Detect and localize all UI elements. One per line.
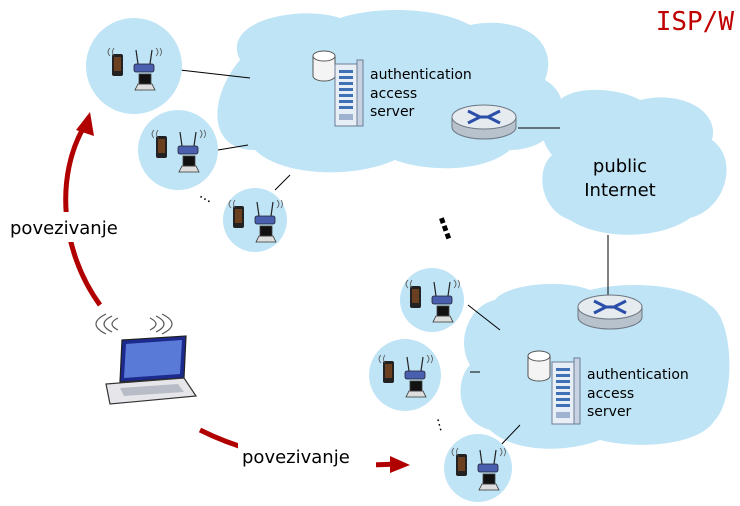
top-server-label-2: access (370, 86, 417, 102)
bottom-server-label-3: server (587, 404, 632, 420)
mobile-laptop (95, 313, 198, 405)
top-database-icon (312, 50, 336, 82)
page-title: ISP/W (656, 7, 735, 37)
ellipsis-top: ... (197, 186, 217, 207)
access-circle-top-small (223, 188, 287, 252)
wifi-waves-right-icon (149, 313, 173, 335)
access-circle-bottom-2 (369, 339, 441, 411)
bottom-server-cluster: authentication access server (527, 350, 689, 425)
top-server-label-1: authentication (370, 67, 472, 83)
arrowhead-top (76, 112, 94, 136)
bottom-connect-label: povezivanje (242, 447, 350, 468)
top-server-icon (334, 59, 364, 127)
arrowhead-bottom (390, 456, 410, 473)
bottom-router-icon (576, 293, 644, 331)
top-server-label-3: server (370, 104, 415, 120)
access-circle-bottom-1 (400, 268, 464, 332)
top-connect-label: povezivanje (10, 218, 118, 239)
bottom-server-icon (551, 357, 581, 425)
bottom-server-label-2: access (587, 386, 634, 402)
access-circle-bottom-3 (444, 434, 512, 502)
link-lines (179, 69, 609, 449)
top-server-cluster: authentication access server (312, 50, 472, 127)
internet-cloud (541, 89, 727, 235)
bottom-isp-cloud (460, 283, 730, 449)
access-circle-top-large (86, 18, 182, 114)
ellipsis-middle: ⋮ (426, 208, 464, 249)
bottom-database-icon (527, 350, 551, 382)
bottom-server-label-1: authentication (587, 367, 689, 383)
ellipsis-bottom: ⋮ (431, 416, 449, 435)
access-circle-top-mid (138, 110, 218, 190)
top-connect-label-bg (6, 212, 156, 242)
bottom-connect-label-bg (238, 442, 376, 470)
internet-label-2: Internet (584, 180, 655, 201)
wifi-waves-left-icon (95, 313, 119, 335)
top-router-icon (450, 103, 518, 141)
internet-label-1: public (593, 156, 647, 177)
